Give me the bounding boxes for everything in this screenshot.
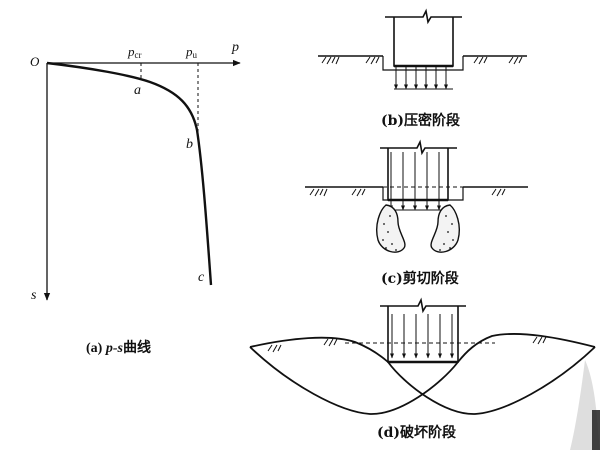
compaction-stage-panel: (b)压密阶段 [318,8,527,129]
ps-caption-suffix: 曲线 [123,339,151,356]
pu-symbol: p [185,44,193,59]
pit-outline [382,187,464,201]
right-plastic-zone [430,204,460,253]
failure-caption: (d)破坏阶段 [377,424,456,441]
left-heave [249,336,389,363]
compaction-caption: (b)压密阶段 [381,112,460,129]
corner-artifact [570,360,600,450]
right-failure-surface [387,346,596,415]
pressure-arrows [390,314,454,359]
point-c-label: c [198,270,205,285]
pressure-arrows [394,66,453,90]
plastic-zone-dots [382,215,454,251]
p-axis-label: p [231,40,239,55]
point-b-label: b [186,137,193,152]
soil-hatch [321,56,523,65]
soil-hatch [309,188,506,197]
point-a-label: a [134,83,141,98]
footing [380,139,457,201]
pcr-symbol: p [127,44,135,59]
left-plastic-zone [376,204,406,253]
footing [385,8,462,67]
footing [380,297,466,363]
pcr-label: pcr [127,44,142,60]
origin-label: O [30,54,40,69]
ps-curve [46,61,213,286]
ps-caption-var: p-s [105,341,124,356]
right-heave [457,333,596,363]
ps-caption-prefix: (a) [86,341,106,356]
shear-caption: (c)剪切阶段 [381,270,459,287]
pcr-subscript: cr [135,50,142,60]
left-failure-surface [249,346,459,415]
ps-caption: (a) p-s曲线 [86,339,151,356]
pressure-arrows [389,152,448,211]
soil-hatch [267,336,547,353]
failure-stage-panel: (d)破坏阶段 [249,297,596,441]
pu-label: pu [185,44,198,60]
pu-subscript: u [193,50,198,60]
shear-stage-panel: (c)剪切阶段 [305,139,528,287]
pit-outline [382,56,464,71]
s-axis-label: s [31,288,37,303]
ps-curve-panel: O p s pcr pu a b c (a) p-s曲线 [30,40,241,356]
